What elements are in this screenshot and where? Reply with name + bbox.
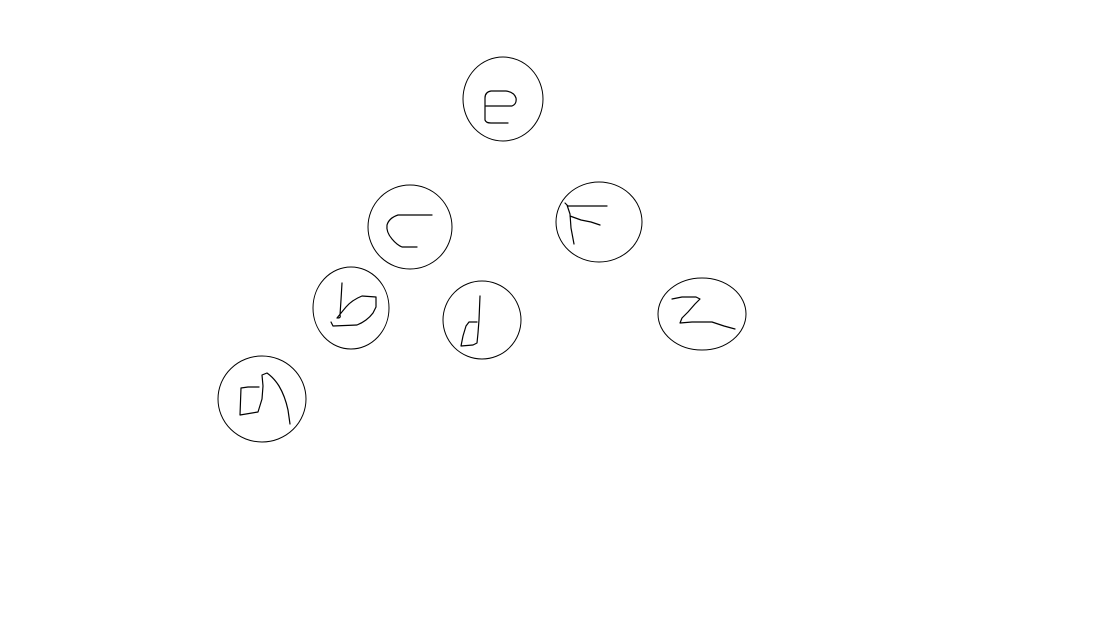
handwritten-letter-c [386, 214, 433, 248]
tree-node-c [367, 184, 453, 270]
handwritten-letter-b [330, 282, 377, 327]
tree-node-f [555, 181, 643, 263]
tree-node-b [312, 266, 390, 350]
tree-node-d [442, 280, 522, 360]
node-circle [442, 280, 522, 360]
node-circle [555, 181, 643, 263]
handwritten-letter-z [671, 296, 736, 330]
handwritten-letter-a [239, 372, 291, 425]
node-circle [367, 184, 453, 270]
tree-node-z [657, 277, 747, 351]
node-circle [657, 277, 747, 351]
node-circle [462, 56, 544, 142]
handwritten-letter-f [564, 202, 608, 245]
node-circle [217, 355, 307, 443]
node-circle [312, 266, 390, 350]
handwritten-letter-d [460, 295, 481, 347]
tree-node-a [217, 355, 307, 443]
tree-node-e [462, 56, 544, 142]
handwritten-letter-e [484, 90, 517, 124]
